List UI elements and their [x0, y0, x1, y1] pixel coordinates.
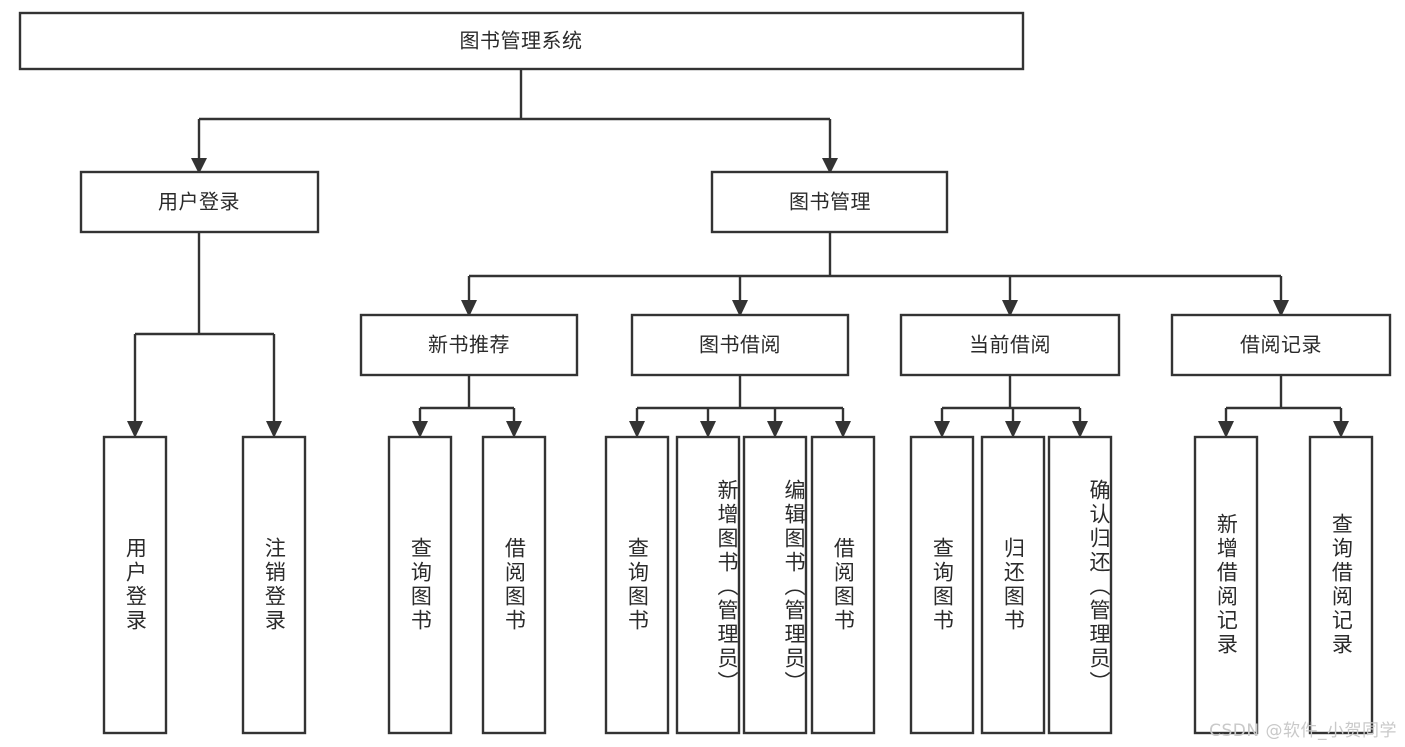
node-layer: 图书管理系统 用户登录 图书管理 新书推荐 图书借阅 当前借阅 借阅记录	[18, 11, 1392, 735]
node-leaf-query-book-current[interactable]	[909, 435, 975, 735]
node-leaf-query-book-recommend[interactable]	[387, 435, 453, 735]
node-book-management-label: 图书管理	[789, 190, 871, 214]
arrowhead-leaf-add-book	[700, 421, 716, 438]
csdn-watermark: CSDN @软件_小贺同学	[1209, 721, 1397, 741]
arrowhead-leaf-add-borrow-record	[1218, 421, 1234, 438]
node-current-borrow-label: 当前借阅	[969, 333, 1051, 357]
node-root-label: 图书管理系统	[460, 29, 583, 53]
arrowhead-current-borrow	[1002, 300, 1018, 317]
node-book-management[interactable]	[710, 170, 949, 234]
node-leaf-confirm-return[interactable]	[1047, 435, 1113, 735]
node-root[interactable]	[18, 11, 1025, 71]
arrowhead-leaf-query-book-current	[934, 421, 950, 438]
node-user-login[interactable]	[79, 170, 320, 234]
node-borrow-record[interactable]	[1170, 313, 1392, 377]
node-borrow-record-label: 借阅记录	[1240, 333, 1322, 357]
arrowhead-new-book-recommend	[461, 300, 477, 317]
arrowhead-user-login	[191, 158, 207, 174]
arrowhead-leaf-query-book-borrow	[629, 421, 645, 438]
node-leaf-add-book[interactable]	[675, 435, 741, 735]
arrowhead-borrow-record	[1273, 300, 1289, 317]
node-new-book-recommend[interactable]	[359, 313, 579, 377]
node-leaf-user-login[interactable]	[102, 435, 168, 735]
node-leaf-add-borrow-record[interactable]	[1193, 435, 1259, 735]
node-leaf-query-borrow-record[interactable]	[1308, 435, 1374, 735]
node-leaf-logout[interactable]	[241, 435, 307, 735]
arrowhead-leaf-user-login	[127, 421, 143, 438]
node-book-borrow-label: 图书借阅	[699, 333, 781, 357]
arrowhead-leaf-borrow-book-recommend	[506, 421, 522, 438]
node-leaf-query-book-borrow[interactable]	[604, 435, 670, 735]
node-book-borrow[interactable]	[630, 313, 850, 377]
node-new-book-recommend-label: 新书推荐	[428, 333, 510, 357]
node-current-borrow[interactable]	[899, 313, 1121, 377]
arrowhead-leaf-query-book-recommend	[412, 421, 428, 438]
node-leaf-return-book[interactable]	[980, 435, 1046, 735]
node-user-login-label: 用户登录	[158, 190, 240, 214]
arrowhead-book-borrow	[732, 300, 748, 317]
edge-layer	[127, 69, 1349, 438]
node-leaf-borrow-book[interactable]	[810, 435, 876, 735]
arrowhead-leaf-edit-book	[767, 421, 783, 438]
arrowhead-leaf-confirm-return	[1072, 421, 1088, 438]
arrowhead-book-management	[822, 158, 838, 174]
arrowhead-leaf-borrow-book	[835, 421, 851, 438]
node-leaf-edit-book[interactable]	[742, 435, 808, 735]
arrowhead-leaf-query-borrow-record	[1333, 421, 1349, 438]
arrowhead-leaf-return-book	[1005, 421, 1021, 438]
node-leaf-borrow-book-recommend[interactable]	[481, 435, 547, 735]
arrowhead-leaf-logout	[266, 421, 282, 438]
